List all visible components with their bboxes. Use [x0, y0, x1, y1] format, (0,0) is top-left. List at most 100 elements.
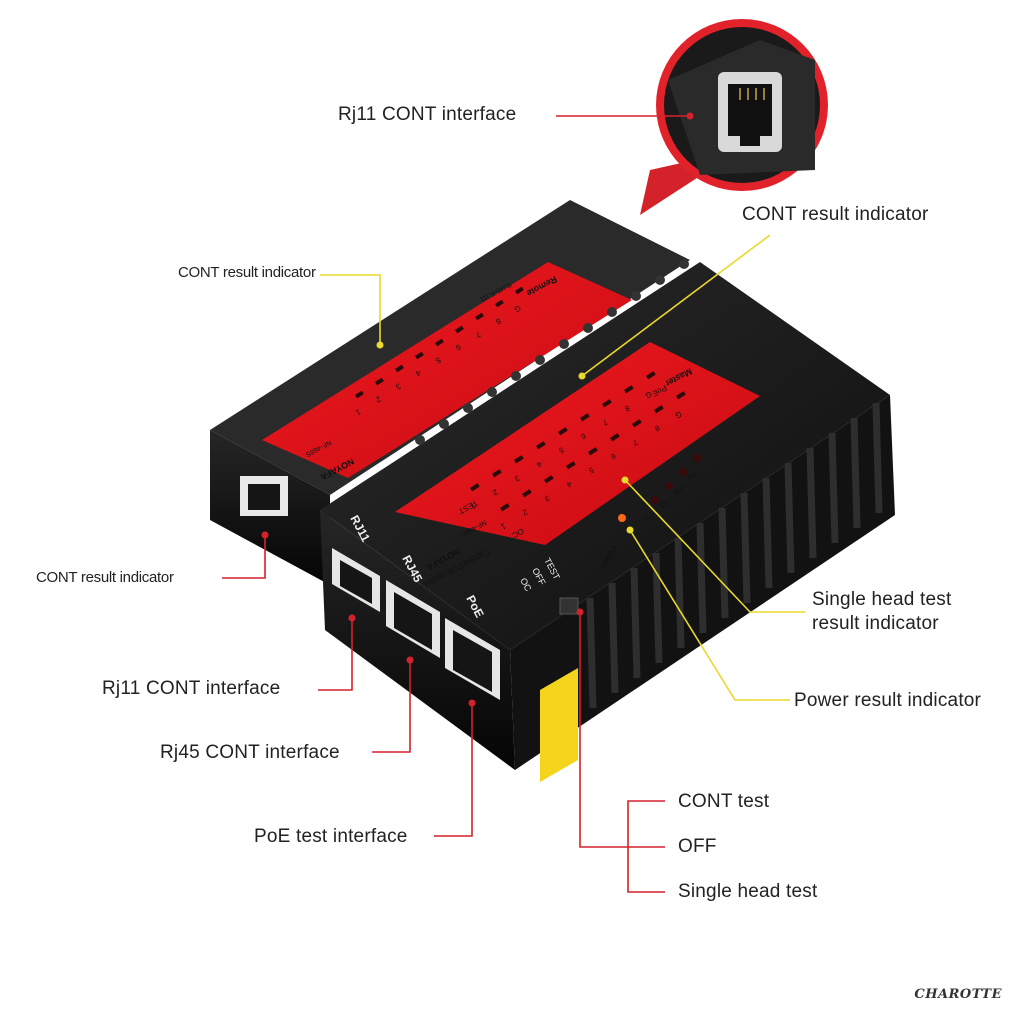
remote-pin-label: 3 [394, 381, 403, 391]
callout-rj45: Rj45 CONT interface [160, 742, 340, 763]
power-led [618, 514, 626, 522]
callout-poe: PoE test interface [254, 826, 408, 847]
grip-ribs [415, 259, 883, 709]
leader-rj45 [372, 662, 411, 753]
ridge-bump [583, 323, 593, 333]
master-led [676, 391, 686, 400]
grip-rib [718, 507, 729, 619]
master-pin-label: 1 [469, 501, 478, 511]
remote-led [415, 351, 424, 360]
remote-led [515, 286, 524, 295]
d-led-label: D2 [658, 498, 669, 508]
ridge-bump [679, 259, 689, 269]
leader-lines [222, 115, 805, 893]
ridge-bump [439, 419, 449, 429]
master-red-panel [395, 342, 760, 545]
watermark: CHAROTTE [914, 987, 1002, 1002]
remote-pin-label: 5 [434, 355, 443, 365]
master-led [632, 419, 642, 428]
remote-led [395, 364, 404, 373]
callout-single-head-test: Single head test [678, 881, 818, 902]
leader-cont-remote [320, 274, 381, 345]
callout-single-head-line1: Single head test [812, 589, 952, 610]
remote-unit: Remote RJ45-RJ11 NOYAFA NF-468S 12345678… [210, 200, 690, 585]
rj11-socket-hole [728, 84, 772, 136]
callout-power: Power result indicator [794, 690, 982, 711]
remote-led [454, 325, 464, 334]
grip-rib [696, 522, 707, 634]
master-led [536, 441, 546, 450]
master-led [544, 475, 554, 484]
master-led [558, 427, 568, 436]
master-pin-label: 6 [609, 451, 618, 461]
grip-rib [608, 582, 619, 694]
master-pin-label: 4 [535, 459, 544, 469]
remote-led [495, 299, 504, 308]
master-led [588, 447, 598, 456]
remote-pin-label: G [513, 303, 523, 314]
callout-cont-test: CONT test [678, 791, 770, 812]
callout-cont-top-right: CONT result indicator [742, 204, 929, 225]
remote-pin-label: 7 [474, 329, 483, 339]
mode-switch [559, 597, 579, 615]
d-led [665, 482, 673, 490]
remote-led [435, 338, 444, 347]
remote-led [375, 377, 384, 386]
d-led [679, 468, 687, 476]
grip-rib [652, 552, 663, 664]
ridge-bump [631, 291, 641, 301]
ridge-bump [487, 387, 497, 397]
master-led [646, 371, 656, 380]
master-led [624, 385, 634, 394]
remote-led [355, 390, 364, 399]
grip-rib [674, 537, 685, 649]
master-pin-label: 3 [513, 473, 522, 483]
master-pin-label: 3 [543, 493, 552, 503]
master-pin-label: 8 [653, 423, 662, 433]
warning-sticker [540, 668, 578, 782]
ridge-bump [415, 435, 425, 445]
callout-single-head-line2: result indicator [812, 613, 939, 634]
d-led [651, 496, 659, 504]
leader-cont-top-right [581, 234, 771, 377]
master-led [654, 405, 664, 414]
master-pin-label: G [644, 389, 654, 400]
callout-rj11-bottom: Rj11 CONT interface [102, 678, 281, 699]
grip-rib [762, 477, 773, 589]
master-led [609, 433, 620, 442]
callout-off: OFF [678, 836, 717, 857]
master-led [469, 483, 480, 492]
grip-rib [784, 462, 795, 574]
callout-cont-left: CONT result indicator [36, 569, 174, 586]
leader-poe [434, 705, 473, 837]
ridge-bump [535, 355, 545, 365]
leader-power [629, 529, 790, 701]
remote-pin-label: 8 [494, 316, 503, 326]
d-led-label: D1 [644, 512, 655, 522]
remote-pin-label: 1 [354, 407, 363, 417]
remote-pin-label: 6 [454, 342, 463, 352]
master-pin-label: 2 [521, 507, 530, 517]
remote-pin-label: 2 [374, 394, 383, 404]
remote-red-panel [262, 262, 632, 478]
zoom-inset [640, 19, 828, 215]
d-led-label: D4 [686, 470, 697, 480]
ridge-bump [511, 371, 521, 381]
leader-single-head [624, 479, 805, 613]
d-led-label: D3 [672, 484, 683, 494]
master-pin-label: 5 [587, 465, 596, 475]
master-led [522, 489, 532, 498]
master-unit: Master PoE Cable&POE tester NOYAFA NF-46… [320, 259, 895, 782]
leader-dots [261, 112, 694, 707]
grip-rib [872, 402, 883, 514]
grip-rib [630, 567, 641, 679]
master-pin-label: 1 [499, 521, 508, 531]
grip-rib [828, 432, 839, 544]
callout-rj11-top: Rj11 CONT interface [338, 104, 517, 125]
master-pin-label: 5 [557, 445, 566, 455]
